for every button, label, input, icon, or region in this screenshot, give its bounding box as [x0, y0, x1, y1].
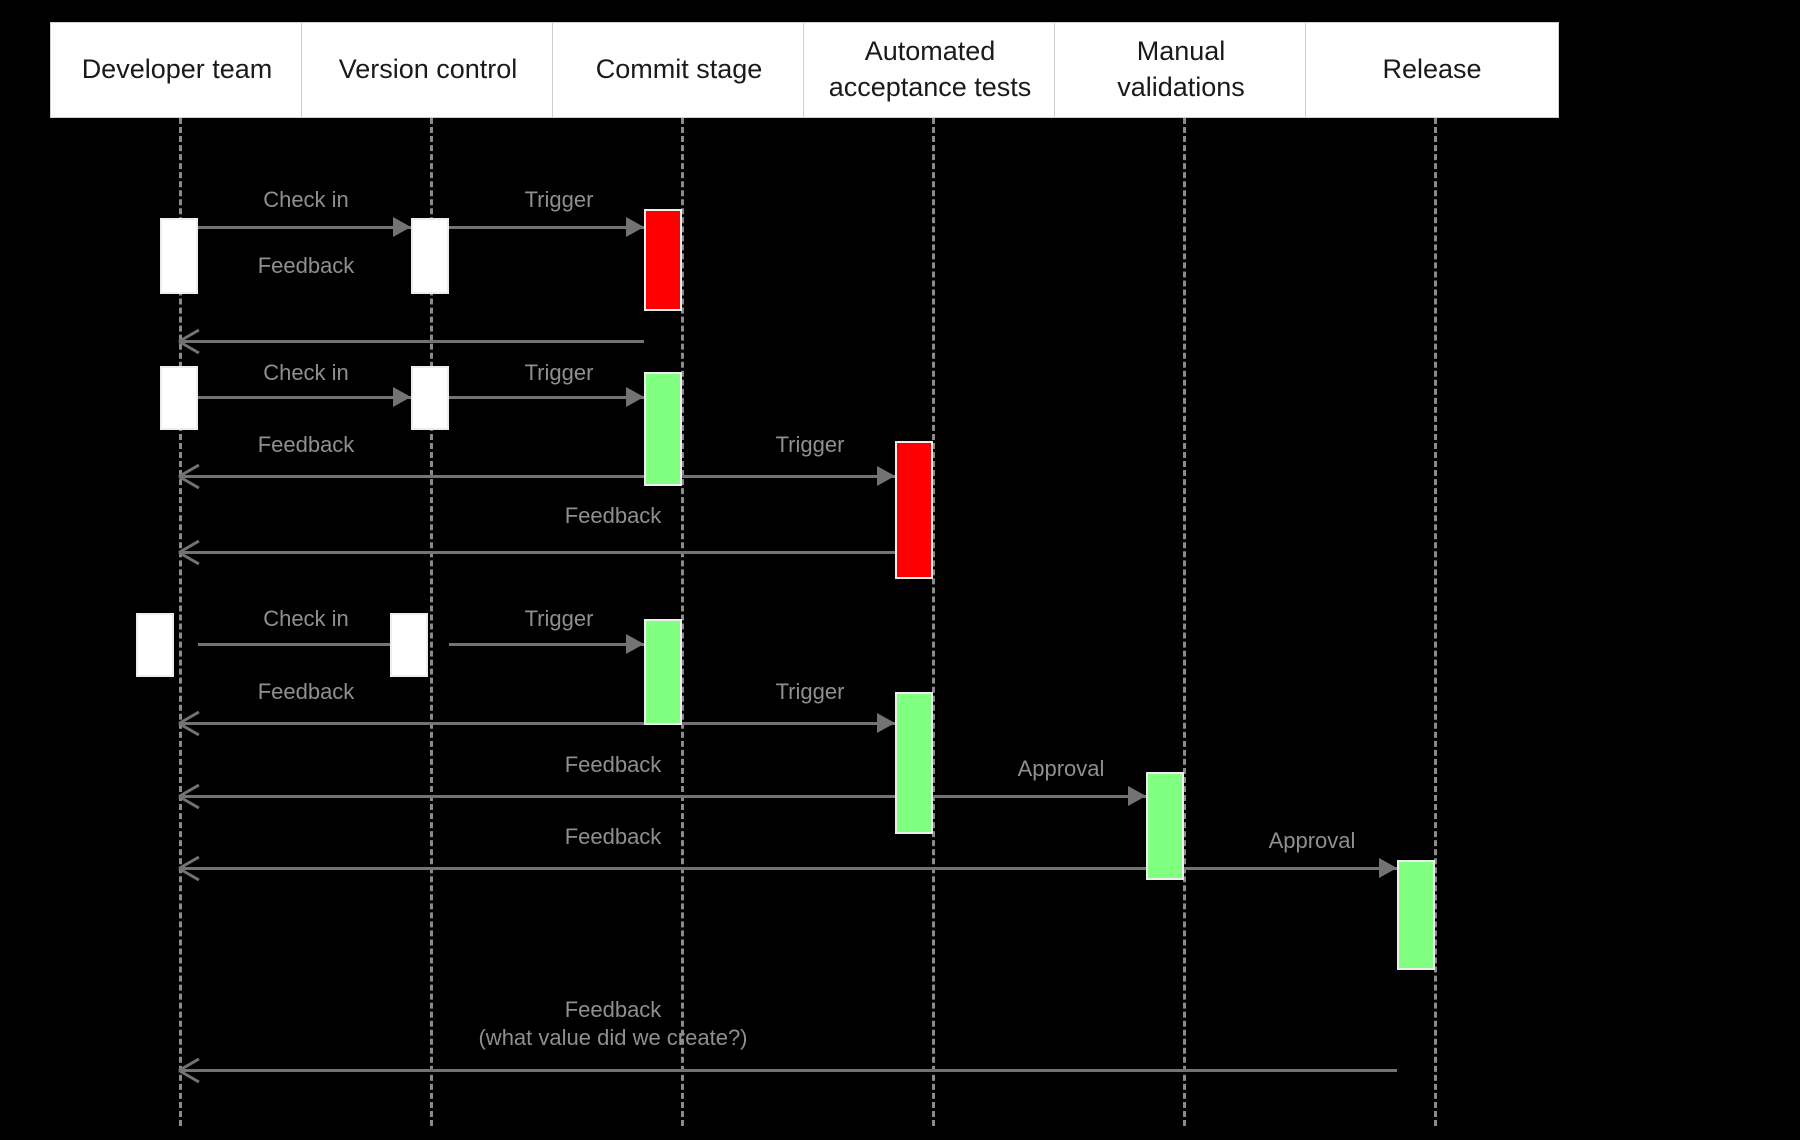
message-label-m13: Feedback	[564, 752, 662, 777]
activation-bar-act-dev-2[interactable]	[160, 366, 198, 430]
activation-bar-act-vcs-2[interactable]	[411, 366, 449, 430]
message-line-m10[interactable]	[449, 643, 644, 646]
arrowhead-right-m10	[626, 634, 644, 654]
message-label-m15: Feedback	[564, 824, 662, 849]
participant-label-aat: Automated acceptance tests	[828, 36, 1032, 102]
participant-box-aat[interactable]: Automated acceptance tests	[803, 22, 1057, 118]
activation-bar-act-aat-3[interactable]	[895, 692, 933, 834]
participant-label-dev: Developer team	[81, 54, 273, 85]
message-label-m8: Feedback	[564, 503, 662, 528]
message-line-m3[interactable]	[179, 340, 644, 343]
activation-bar-act-vcs-3[interactable]	[390, 613, 428, 677]
activation-bar-act-commit-2[interactable]	[644, 372, 682, 486]
message-label-m10: Trigger	[524, 606, 594, 631]
activation-bar-act-dev-1[interactable]	[160, 218, 198, 294]
arrowhead-open-left-m6	[179, 464, 199, 488]
lifeline-release	[1434, 118, 1437, 1126]
message-label-m3: Feedback	[257, 253, 355, 278]
participant-label-manual: Manual validations	[1117, 36, 1245, 102]
arrowhead-right-m4	[393, 387, 411, 407]
message-line-m17[interactable]	[179, 1069, 1397, 1072]
participant-box-vcs[interactable]: Version control	[301, 22, 555, 118]
message-line-m13[interactable]	[179, 795, 895, 798]
message-line-m11[interactable]	[179, 722, 644, 725]
message-label-m7: Trigger	[775, 432, 845, 457]
lifeline-commit	[681, 118, 684, 1126]
message-line-m7[interactable]	[682, 475, 895, 478]
arrowhead-open-left-m8	[179, 540, 199, 564]
activation-bar-act-manual-3[interactable]	[1146, 772, 1184, 880]
arrowhead-right-m16	[1379, 858, 1397, 878]
activation-bar-act-commit-1[interactable]	[644, 209, 682, 311]
activation-bar-act-aat-2[interactable]	[895, 441, 933, 579]
arrowhead-open-left-m3	[179, 329, 199, 353]
message-line-m1[interactable]	[198, 226, 411, 229]
message-line-m2[interactable]	[449, 226, 644, 229]
message-line-m6[interactable]	[179, 475, 644, 478]
participant-label-commit: Commit stage	[595, 54, 763, 85]
message-line-m15[interactable]	[179, 867, 1146, 870]
message-label-m17: Feedback (what value did we create?)	[478, 997, 748, 1050]
participant-label-release: Release	[1382, 54, 1482, 85]
participant-box-manual[interactable]: Manual validations	[1054, 22, 1308, 118]
participant-box-dev[interactable]: Developer team	[50, 22, 304, 118]
arrowhead-open-left-m11	[179, 711, 199, 735]
arrowhead-right-m12	[877, 713, 895, 733]
participant-box-release[interactable]: Release	[1305, 22, 1559, 118]
message-label-m12: Trigger	[775, 679, 845, 704]
message-label-m2: Trigger	[524, 187, 594, 212]
arrowhead-right-m7	[877, 466, 895, 486]
message-label-m5: Trigger	[524, 360, 594, 385]
activation-bar-act-commit-3[interactable]	[644, 619, 682, 725]
message-line-m4[interactable]	[198, 396, 411, 399]
arrowhead-right-m1	[393, 217, 411, 237]
activation-bar-act-dev-3[interactable]	[136, 613, 174, 677]
activation-bar-act-vcs-1[interactable]	[411, 218, 449, 294]
message-line-m5[interactable]	[449, 396, 644, 399]
message-label-m16: Approval	[1268, 828, 1356, 853]
arrowhead-right-m5	[626, 387, 644, 407]
lifeline-aat	[932, 118, 935, 1126]
message-line-m14[interactable]	[933, 795, 1146, 798]
message-line-m9[interactable]	[198, 643, 411, 646]
arrowhead-right-m14	[1128, 786, 1146, 806]
participant-box-commit[interactable]: Commit stage	[552, 22, 806, 118]
activation-bar-act-release-3[interactable]	[1397, 860, 1435, 970]
message-label-m4: Check in	[263, 360, 349, 385]
lifeline-manual	[1183, 118, 1186, 1126]
message-line-m16[interactable]	[1184, 867, 1397, 870]
message-label-m9: Check in	[263, 606, 349, 631]
arrowhead-open-left-m17	[179, 1058, 199, 1082]
message-line-m12[interactable]	[682, 722, 895, 725]
arrowhead-open-left-m13	[179, 784, 199, 808]
message-label-m6: Feedback	[257, 432, 355, 457]
arrowhead-right-m2	[626, 217, 644, 237]
message-line-m8[interactable]	[179, 551, 895, 554]
lifeline-vcs	[430, 118, 433, 1126]
message-label-m14: Approval	[1017, 756, 1105, 781]
message-label-m1: Check in	[263, 187, 349, 212]
lifeline-dev	[179, 118, 182, 1126]
message-label-m11: Feedback	[257, 679, 355, 704]
arrowhead-open-left-m15	[179, 856, 199, 880]
participant-label-vcs: Version control	[338, 54, 518, 85]
